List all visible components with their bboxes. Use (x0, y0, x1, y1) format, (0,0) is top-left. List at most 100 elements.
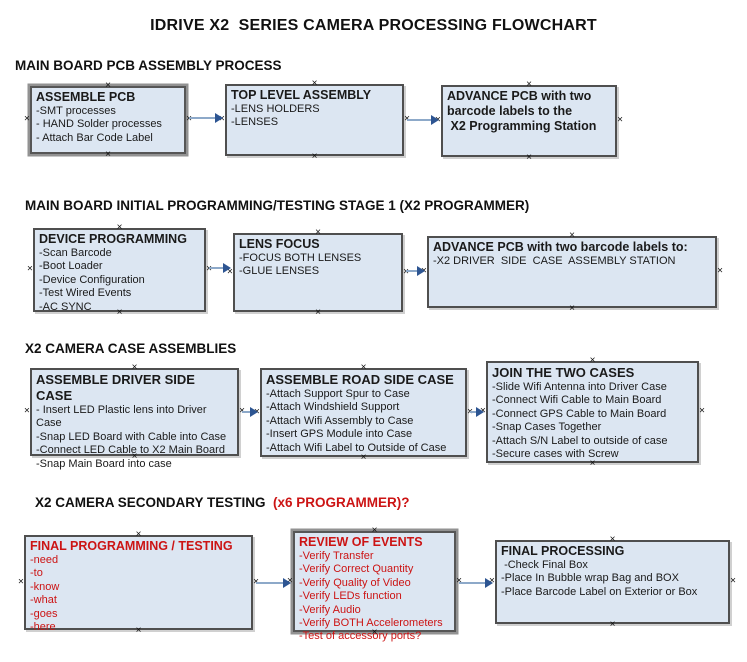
box-line: -Verify Quality of Video (299, 576, 411, 589)
box-line: -Connect Wifi Cable to Main Board (492, 394, 662, 407)
flow-box-device-programming: DEVICE PROGRAMMING -Scan Barcode -Boot L… (27, 223, 212, 318)
box-title: TOP LEVEL ASSEMBLY (231, 88, 372, 102)
arrow-connector (189, 113, 223, 123)
arrow-head-icon (215, 113, 223, 123)
arrow-head-icon (223, 263, 231, 273)
box-line: -Check Final Box (501, 559, 588, 571)
connection-point-icon: × (27, 263, 33, 275)
box-line: -LENSES (231, 116, 279, 129)
arrow-connector (209, 263, 231, 273)
box-line: -Connect GPS Cable to Main Board (492, 407, 667, 420)
box-line: -LENS HOLDERS (231, 103, 320, 115)
arrow-line (459, 582, 489, 584)
flow-box-assemble-driver-side-case: ASSEMBLE DRIVER SIDE CASE - Insert LED P… (24, 363, 245, 470)
box-title: ASSEMBLE PCB (36, 90, 136, 104)
connection-point-icon: × (24, 113, 30, 125)
flow-box-assemble-road-side-case: ASSEMBLE ROAD SIDE CASE -Attach Support … (254, 363, 473, 463)
flow-box-top-level-assembly: TOP LEVEL ASSEMBLY -LENS HOLDERS -LENSES… (219, 79, 410, 162)
arrow-line (407, 119, 435, 121)
connection-point-icon: × (617, 114, 623, 126)
flow-box-final-programming-testing: FINAL PROGRAMMING / TESTING -need -to -k… (18, 530, 259, 636)
box-line: -AC SYNC (39, 300, 92, 313)
connection-point-icon: × (105, 149, 111, 160)
arrow-connector (242, 407, 258, 417)
box-line: -Snap Main Board into case (36, 457, 172, 470)
box-line: -Place In Bubble wrap Bag and BOX (501, 572, 679, 585)
arrow-line (189, 117, 219, 119)
arrow-head-icon (431, 115, 439, 125)
flow-box-final-processing: FINAL PROCESSING -Check Final Box -Place… (489, 535, 736, 630)
flow-box-join-the-two-cases: JOIN THE TWO CASES -Slide Wifi Antenna i… (480, 356, 705, 469)
box-line: -Verify LEDs function (299, 590, 402, 603)
box-line: -Device Configuration (39, 273, 145, 286)
box-title: FINAL PROGRAMMING / TESTING (30, 539, 233, 553)
section-header-initial-programming: MAIN BOARD INITIAL PROGRAMMING/TESTING S… (25, 198, 529, 213)
box-line: -Verify BOTH Accelerometers (299, 617, 443, 630)
box-line: -Attach Wifi Label to Outside of Case (266, 441, 447, 454)
arrow-connector (406, 266, 425, 276)
box-line: -Attach Windshield Support (266, 401, 400, 414)
arrow-line (209, 267, 227, 269)
flow-box-advance-pcb-case-station: ADVANCE PCB with two barcode labels to: … (421, 231, 723, 314)
box-line: -Place Barcode Label on Exterior or Box (501, 585, 698, 598)
box-line: - HAND Solder processes (36, 118, 162, 131)
flow-box-advance-pcb-programming-station: ADVANCE PCB with two barcode labels to t… (435, 80, 623, 163)
box-title: ASSEMBLE DRIVER SIDE CASE (36, 372, 199, 403)
box-line: -Verify Correct Quantity (299, 563, 414, 576)
box-line: -what (30, 594, 57, 607)
box-title: ADVANCE PCB with two barcode labels to: (433, 240, 688, 254)
box-title: REVIEW OF EVENTS (299, 535, 423, 549)
section-header-text: X2 CAMERA CASE ASSEMBLIES (25, 341, 237, 356)
arrow-connector (407, 115, 439, 125)
box-line: -Secure cases with Screw (492, 448, 619, 461)
box-title: ADVANCE PCB with two barcode labels to t… (447, 89, 597, 133)
box-line: -know (30, 580, 60, 593)
section-header-suffix: (x6 PROGRAMMER)? (273, 495, 410, 510)
arrow-line (242, 411, 254, 413)
section-header-text: X2 CAMERA SECONDARY TESTING (35, 495, 274, 510)
box-line: -to (30, 567, 43, 580)
box-line: -SMT processes (36, 105, 116, 117)
arrow-connector (470, 407, 484, 417)
box-line: -need (30, 554, 59, 566)
box-line: -Attach S/N Label to outside of case (492, 434, 668, 447)
page-title: IDRIVE X2 SERIES CAMERA PROCESSING FLOWC… (150, 17, 597, 34)
flow-box-lens-focus: LENS FOCUS -FOCUS BOTH LENSES -GLUE LENS… (227, 228, 409, 318)
arrow-head-icon (485, 578, 493, 588)
flow-box-review-of-events: REVIEW OF EVENTS -Verify Transfer -Verif… (287, 526, 462, 643)
section-header-text: MAIN BOARD PCB ASSEMBLY PROCESS (15, 58, 282, 73)
section-header-secondary-testing: X2 CAMERA SECONDARY TESTING (x6 PROGRAMM… (35, 495, 410, 510)
box-line: -Attach Support Spur to Case (266, 388, 410, 400)
box-line: -Connect LED Cable to X2 Main Board (36, 444, 225, 457)
box-line: -Insert GPS Module into Case (266, 428, 413, 441)
box-line: -GLUE LENSES (239, 265, 320, 278)
arrow-line (406, 270, 421, 272)
box-line: -Scan Barcode (39, 247, 112, 259)
connection-point-icon: × (311, 151, 318, 162)
arrow-head-icon (250, 407, 258, 417)
box-line: -here (30, 621, 56, 634)
box-line: -Slide Wifi Antenna into Driver Case (492, 381, 667, 393)
box-title: DEVICE PROGRAMMING (39, 232, 187, 246)
section-header-pcb-assembly: MAIN BOARD PCB ASSEMBLY PROCESS (15, 58, 282, 73)
connection-point-icon: × (315, 307, 321, 318)
box-line: -Test of accessory ports? (299, 630, 422, 643)
box-line: -Verify Audio (299, 603, 361, 616)
box-line: -X2 DRIVER SIDE CASE ASSEMBLY STATION (433, 255, 676, 267)
box-line: -Boot Loader (39, 260, 103, 273)
connection-point-icon: × (699, 405, 705, 417)
box-title: ASSEMBLE ROAD SIDE CASE (266, 372, 454, 387)
box-line: -Snap LED Board with Cable into Case (36, 430, 227, 443)
section-header-text: MAIN BOARD INITIAL PROGRAMMING/TESTING S… (25, 198, 530, 213)
box-title: FINAL PROCESSING (501, 544, 625, 558)
arrow-connector (256, 578, 291, 588)
box-line: -Test Wired Events (39, 287, 132, 300)
box-line: -goes (30, 607, 58, 620)
connection-point-icon: × (24, 405, 30, 417)
connection-point-icon: × (609, 619, 616, 630)
flow-box-assemble-pcb: ASSEMBLE PCB -SMT processes - HAND Solde… (24, 81, 192, 160)
box-title: LENS FOCUS (239, 237, 320, 251)
box-title: JOIN THE TWO CASES (492, 365, 635, 380)
section-header-case-assemblies: X2 CAMERA CASE ASSEMBLIES (25, 341, 236, 356)
